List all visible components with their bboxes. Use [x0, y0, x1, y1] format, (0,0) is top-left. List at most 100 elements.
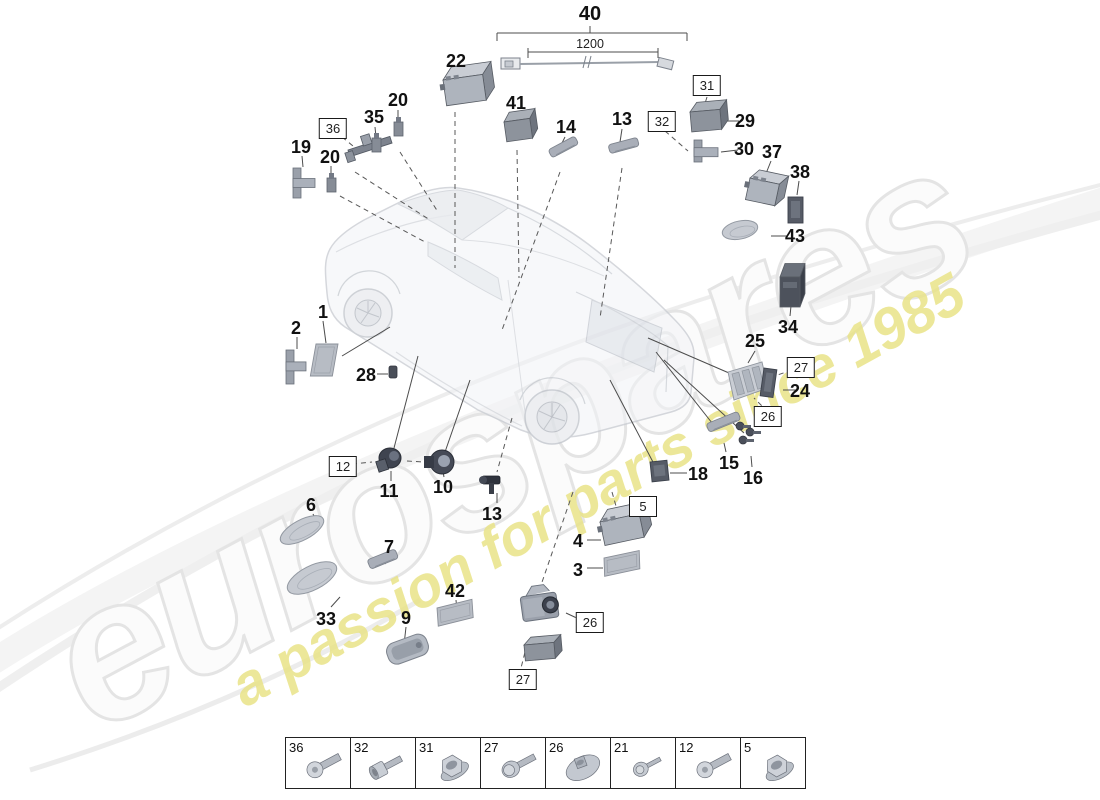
leader-line-dashed — [399, 151, 439, 213]
fastener-cell-21[interactable]: 21 — [610, 738, 675, 788]
part-label-4[interactable]: 4 — [572, 531, 584, 551]
part-label-20[interactable]: 20 — [319, 147, 341, 167]
antenna-cable-40 — [500, 55, 675, 71]
part-label-42[interactable]: 42 — [444, 581, 466, 601]
part-label-19[interactable]: 19 — [290, 137, 312, 157]
part-label-18[interactable]: 18 — [687, 464, 709, 484]
dimension-length: 1200 — [576, 37, 604, 51]
part-ref-box-5[interactable]: 5 — [629, 496, 657, 517]
part-ref-box-27[interactable]: 27 — [786, 357, 816, 378]
part-label-6[interactable]: 6 — [305, 495, 317, 515]
part-label-15[interactable]: 15 — [718, 453, 740, 473]
leader-line — [789, 305, 792, 317]
fastener-icon-nut — [765, 754, 794, 782]
car-illustration — [324, 186, 695, 445]
part-label-40[interactable]: 40 — [578, 3, 602, 25]
part-label-41[interactable]: 41 — [505, 93, 527, 113]
part-ref-box-36[interactable]: 36 — [318, 118, 348, 139]
part-glyph-38 — [787, 196, 804, 224]
fastener-number: 27 — [484, 740, 499, 755]
part-glyph-43 — [721, 219, 759, 241]
part-label-33[interactable]: 33 — [315, 609, 337, 629]
leader-line — [647, 337, 730, 374]
part-glyph-14 — [548, 136, 579, 158]
leader-line-dashed — [539, 491, 574, 589]
part-glyph-37 — [744, 169, 790, 207]
leader-line-dashed — [599, 167, 623, 319]
part-glyph-36 — [344, 133, 393, 164]
part-label-24[interactable]: 24 — [789, 381, 811, 401]
part-label-35[interactable]: 35 — [363, 107, 385, 127]
part-label-7[interactable]: 7 — [383, 537, 395, 557]
fastener-number: 26 — [549, 740, 564, 755]
part-label-34[interactable]: 34 — [777, 317, 799, 337]
part-label-10[interactable]: 10 — [432, 477, 454, 497]
part-label-30[interactable]: 30 — [733, 139, 755, 159]
leader-line-dashed — [516, 149, 520, 279]
part-label-20[interactable]: 20 — [387, 90, 409, 110]
part-glyph-29 — [689, 98, 729, 133]
part-label-14[interactable]: 14 — [555, 117, 577, 137]
part-glyph-7 — [367, 549, 399, 569]
part-glyph-10 — [424, 449, 455, 475]
part-label-11[interactable]: 11 — [379, 481, 399, 501]
part-label-37[interactable]: 37 — [761, 142, 783, 162]
part-glyph-22 — [439, 60, 495, 107]
part-glyph-11 — [375, 447, 402, 473]
fastener-cell-5[interactable]: 5 — [740, 738, 805, 788]
part-label-28[interactable]: 28 — [355, 365, 377, 385]
part-glyph-20 — [393, 117, 404, 137]
part-glyph-16 — [735, 421, 761, 445]
part-glyph-28 — [388, 365, 398, 379]
part-ref-box-26[interactable]: 26 — [575, 612, 605, 633]
part-ref-box-12[interactable]: 12 — [328, 456, 358, 477]
fastener-cell-27[interactable]: 27 — [480, 738, 545, 788]
part-glyph-41 — [503, 107, 539, 143]
leader-line — [330, 596, 341, 608]
part-glyph-30 — [693, 139, 719, 163]
leader-line — [796, 180, 800, 196]
leader-line — [720, 149, 739, 153]
part-glyph-13 — [479, 475, 501, 494]
leader-line-dashed — [406, 460, 424, 463]
fastener-icon-screw-pan — [306, 753, 342, 779]
fastener-cell-12[interactable]: 12 — [675, 738, 740, 788]
fastener-icon-screw-socket — [368, 755, 404, 780]
part-label-2[interactable]: 2 — [290, 318, 302, 338]
part-label-13[interactable]: 13 — [481, 504, 503, 524]
part-label-25[interactable]: 25 — [744, 331, 766, 351]
fastener-cell-26[interactable]: 26 — [545, 738, 610, 788]
part-label-16[interactable]: 16 — [742, 468, 764, 488]
part-glyph-1 — [309, 343, 339, 377]
fastener-number: 5 — [744, 740, 752, 755]
part-glyph-27 — [523, 633, 563, 662]
part-label-1[interactable]: 1 — [317, 302, 329, 322]
part-glyph-18 — [649, 459, 670, 483]
leader-line — [619, 128, 623, 143]
part-glyph-25 — [727, 361, 769, 401]
part-label-38[interactable]: 38 — [789, 162, 811, 182]
leader-line — [301, 155, 304, 168]
leader-line-dashed — [611, 491, 621, 521]
part-label-29[interactable]: 29 — [734, 111, 756, 131]
fastener-icon-screw-washer — [501, 753, 537, 778]
fastener-cell-32[interactable]: 32 — [350, 738, 415, 788]
part-label-3[interactable]: 3 — [572, 560, 584, 580]
part-glyph-19 — [292, 167, 316, 199]
part-label-9[interactable]: 9 — [400, 608, 412, 628]
leader-line-dashed — [496, 417, 513, 473]
part-label-13[interactable]: 13 — [611, 109, 633, 129]
part-label-22[interactable]: 22 — [445, 51, 467, 71]
part-glyph-13 — [608, 137, 640, 154]
part-ref-box-26[interactable]: 26 — [753, 406, 783, 427]
leader-line — [444, 379, 471, 453]
part-glyph-24 — [759, 367, 778, 399]
part-ref-box-27[interactable]: 27 — [508, 669, 538, 690]
fastener-cell-31[interactable]: 31 — [415, 738, 480, 788]
part-label-43[interactable]: 43 — [784, 226, 806, 246]
part-ref-box-32[interactable]: 32 — [647, 111, 677, 132]
fastener-cell-36[interactable]: 36 — [286, 738, 350, 788]
part-ref-box-31[interactable]: 31 — [692, 75, 722, 96]
dimension-callout: 1200 — [496, 32, 688, 71]
